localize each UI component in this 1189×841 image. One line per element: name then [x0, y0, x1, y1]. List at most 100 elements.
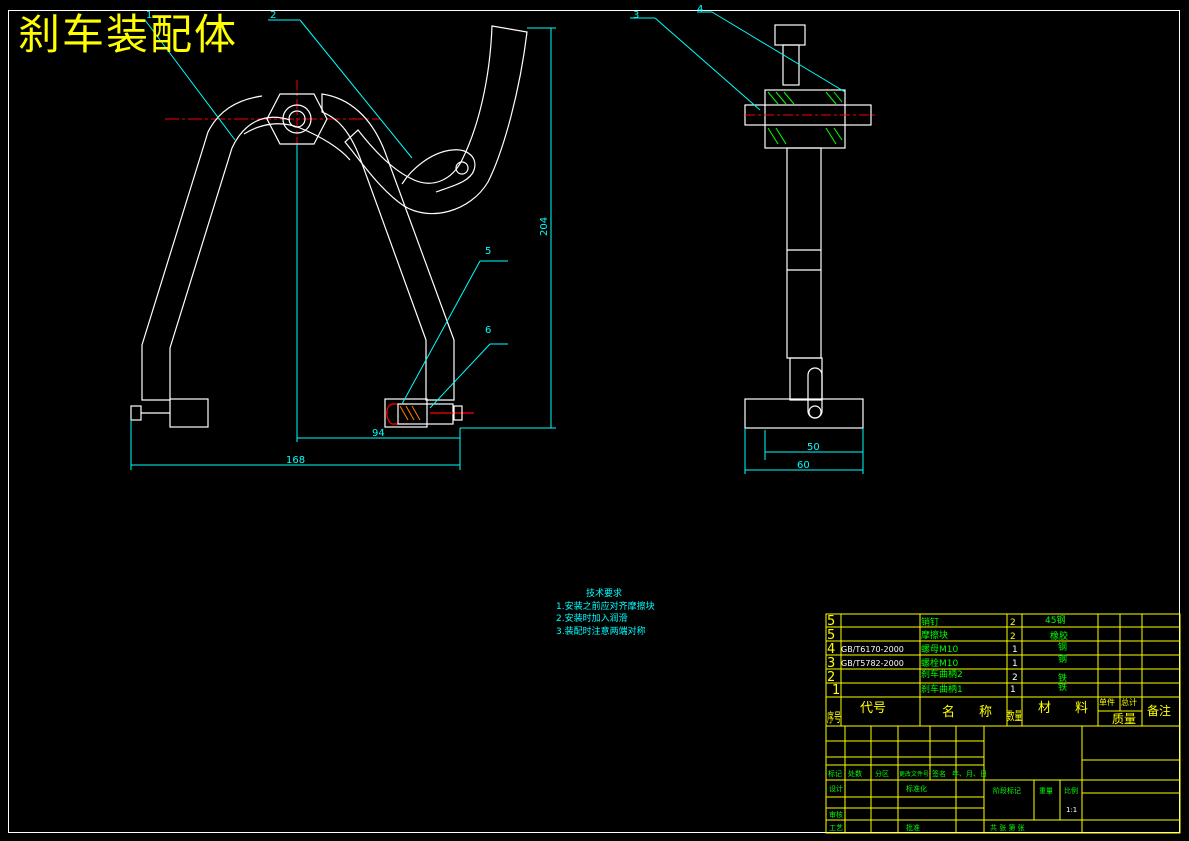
hub-circle: [282, 104, 312, 134]
drawing-border: [8, 10, 1180, 833]
front-leaders: [144, 19, 508, 409]
svg-text:代号: 代号: [860, 701, 886, 716]
title-block-text: 标记 处数 分区 更改文件号 签名 年、月、日 设计 标准化 审核 工艺 批准 …: [828, 769, 1078, 832]
svg-text:摩擦块: 摩擦块: [921, 629, 948, 641]
right-pin-body: [397, 403, 454, 425]
svg-text:标记: 标记: [828, 769, 842, 778]
svg-text:1: 1: [1012, 645, 1018, 655]
svg-text:螺母M10: 螺母M10: [921, 644, 958, 655]
leader-1: [144, 19, 236, 141]
pin-hole: [455, 161, 469, 175]
note-line-2: 2.安装时加入润滑: [556, 614, 628, 624]
leader-5: [401, 260, 481, 405]
right-nut: [453, 405, 463, 421]
bom-header: 序号 代号 名称 数量 材料 单件 总计 质量 备注: [827, 697, 1171, 726]
title-block: [825, 725, 1181, 834]
right-block-hatch: [399, 405, 421, 421]
bolt-hole: [288, 110, 306, 128]
svg-text:年、月、日: 年、月、日: [952, 769, 987, 778]
svg-text:批准: 批准: [906, 823, 920, 832]
notes-heading: 技术要求: [586, 589, 623, 599]
svg-text:1: 1: [832, 683, 840, 698]
svg-text:序号: 序号: [827, 711, 841, 726]
svg-text:1: 1: [1012, 659, 1018, 669]
crank-inner-edge: [243, 123, 351, 161]
front-view: [130, 25, 528, 428]
left-nut: [130, 405, 142, 421]
side-upper-stem: [782, 44, 800, 86]
balloon-5: 5: [485, 246, 491, 257]
svg-text:铁: 铁: [1058, 681, 1067, 693]
svg-text:阶段标记: 阶段标记: [993, 786, 1021, 795]
front-balloon-labels: 1 2 5 6: [146, 10, 491, 336]
svg-text:螺栓M10: 螺栓M10: [921, 657, 958, 669]
front-dimension-text: 204 94 168: [286, 217, 550, 466]
svg-text:销钉: 销钉: [921, 616, 939, 628]
technical-notes: 技术要求 1.安装之前应对齐摩擦块 2.安装时加入润滑 3.装配时注意两端对称: [556, 588, 655, 638]
svg-text:铁: 铁: [1058, 672, 1067, 684]
side-lower-link: [789, 357, 823, 401]
side-slot: [807, 367, 823, 419]
svg-text:4: 4: [827, 642, 835, 657]
bom-row-4: 3 GB/T5782-2000 螺栓M10 1 钢: [827, 653, 1067, 671]
svg-text:2: 2: [1010, 618, 1016, 628]
side-labels: 3 4 50 60: [633, 4, 820, 471]
svg-text:GB/T6170-2000: GB/T6170-2000: [841, 645, 904, 654]
right-friction-block: [384, 398, 428, 428]
bom-row-2: 5 摩擦块 2 橡胶: [827, 628, 1068, 643]
svg-text:2: 2: [1010, 632, 1016, 642]
note-line-1: 1.安装之前应对齐摩擦块: [556, 601, 655, 612]
dim-168: 168: [286, 455, 305, 466]
svg-text:刹车曲柄1: 刹车曲柄1: [921, 683, 963, 695]
svg-text:单件: 单件: [1099, 697, 1115, 707]
svg-text:45钢: 45钢: [1045, 614, 1065, 626]
side-leaders: [630, 11, 864, 474]
leader-6: [429, 343, 491, 409]
svg-text:3: 3: [827, 656, 835, 671]
crank1-left-arm: [141, 95, 291, 401]
svg-text:设计: 设计: [829, 784, 843, 793]
side-friction-block: [744, 398, 864, 429]
front-dimensions: [130, 27, 556, 470]
svg-text:审核: 审核: [829, 810, 843, 819]
svg-text:工艺: 工艺: [829, 824, 843, 832]
dim-204: 204: [539, 217, 550, 236]
balloon-4: 4: [697, 4, 703, 15]
svg-text:更改文件号: 更改文件号: [899, 770, 929, 778]
svg-text:2: 2: [827, 670, 835, 685]
side-pin: [808, 405, 822, 419]
svg-text:数量: 数量: [1007, 708, 1022, 723]
svg-text:处数: 处数: [848, 769, 862, 778]
bom-row-5: 2 刹车曲柄2 2 铁: [827, 668, 1067, 685]
svg-text:1:1: 1:1: [1066, 806, 1077, 814]
svg-text:材料: 材料: [1038, 701, 1088, 716]
svg-text:刹车曲柄2: 刹车曲柄2: [921, 668, 963, 680]
svg-text:橡胶: 橡胶: [1050, 630, 1068, 642]
note-line-3: 3.装配时注意两端对称: [556, 626, 646, 637]
bom-text: 5 销钉 2 45钢 5 摩擦块 2 橡胶 4 GB/T6170-2000 螺母…: [827, 614, 1171, 726]
svg-text:2: 2: [1012, 673, 1018, 683]
bom-row-3: 4 GB/T6170-2000 螺母M10 1 钢: [827, 641, 1067, 657]
balloon-3: 3: [633, 10, 639, 21]
dim-94: 94: [372, 428, 385, 439]
svg-text:5: 5: [827, 628, 835, 643]
leader-3: [654, 17, 761, 111]
hex-nut-front: [266, 93, 328, 145]
side-hatch: [767, 91, 843, 145]
bom-row-1: 5 销钉 2 45钢: [827, 614, 1065, 629]
balloon-2: 2: [270, 10, 276, 21]
right-block-insert: [386, 403, 408, 425]
svg-text:GB/T5782-2000: GB/T5782-2000: [841, 659, 904, 668]
svg-text:标准化: 标准化: [906, 784, 927, 793]
svg-text:签名: 签名: [932, 769, 946, 778]
crank2-lever: [344, 25, 528, 215]
side-top-cap: [774, 24, 806, 46]
svg-text:备注: 备注: [1147, 703, 1171, 718]
dim-60: 60: [797, 460, 810, 471]
svg-text:重量: 重量: [1039, 787, 1053, 795]
svg-text:共 张 第 张: 共 张 第 张: [990, 823, 1025, 832]
crank2-lug: [401, 149, 476, 193]
drawing-title: 刹车装配体: [18, 10, 239, 59]
